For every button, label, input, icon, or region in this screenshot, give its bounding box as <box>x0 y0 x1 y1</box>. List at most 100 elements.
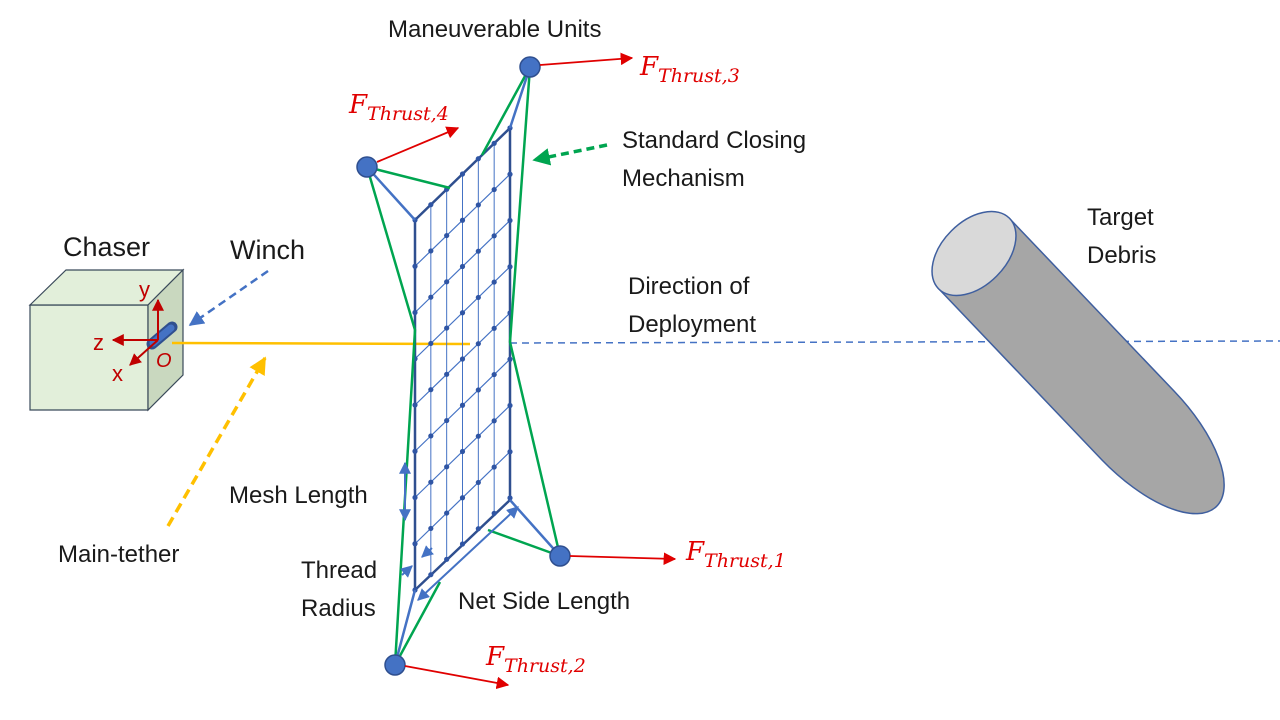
mesh-node <box>475 433 481 439</box>
chaser-cube <box>28 268 185 412</box>
mesh-node <box>444 371 450 377</box>
direction-label-line1: Direction of <box>628 273 750 300</box>
thrust-label-2: FThrust,2 <box>485 642 586 677</box>
mesh-node <box>459 541 466 547</box>
mesh-node <box>475 202 481 208</box>
maneuverable-unit-4 <box>356 156 378 178</box>
mesh-node <box>459 217 466 223</box>
net-side-length-label: Net Side Length <box>458 588 630 615</box>
winch-label: Winch <box>230 235 305 265</box>
mesh-node <box>459 448 466 455</box>
mesh-node <box>459 171 466 177</box>
mesh-node <box>428 248 434 254</box>
target-debris <box>931 210 1225 515</box>
target-label-line1: Target <box>1087 204 1154 231</box>
origin-label: O <box>156 350 172 372</box>
mesh-node <box>412 263 418 269</box>
mesh-length-label: Mesh Length <box>229 482 368 509</box>
mesh-node <box>491 140 497 146</box>
mesh-node <box>475 156 481 162</box>
mesh-node <box>507 449 513 455</box>
direction-label-line2: Deployment <box>628 311 756 338</box>
mesh-node <box>428 572 434 578</box>
mesh-node <box>491 464 497 470</box>
mesh-node <box>507 171 513 177</box>
mesh-node <box>507 356 513 362</box>
maneuverable-unit-1 <box>549 545 571 567</box>
mesh-node <box>428 387 434 393</box>
mesh-node <box>444 279 450 285</box>
thrust-label-1: FThrust,1 <box>685 537 786 572</box>
mesh-node <box>428 433 434 439</box>
thrust-label-4: FThrust,4 <box>348 90 449 125</box>
mesh-node <box>459 310 466 316</box>
mesh-node <box>428 525 434 532</box>
winch-pointer-arrow <box>188 269 269 327</box>
unit-tie-lines <box>366 66 561 666</box>
net-mesh-nodes <box>412 125 513 593</box>
thrust-arrow-3 <box>539 52 634 66</box>
thrust-arrow-1 <box>569 552 677 565</box>
mesh-node <box>507 402 513 409</box>
mesh-node <box>491 325 497 331</box>
thread-radius-label-line2: Radius <box>301 595 376 622</box>
maneuverable-unit-3 <box>519 56 541 78</box>
axis-z-label: z <box>93 330 104 355</box>
mesh-node <box>507 495 513 501</box>
mesh-node <box>507 217 513 224</box>
mesh-node <box>507 264 513 270</box>
closing-mechanism-lines <box>365 66 562 666</box>
mesh-node <box>475 479 481 486</box>
mesh-node <box>444 510 450 516</box>
mesh-node <box>459 402 466 408</box>
mesh-node <box>491 510 497 516</box>
mesh-node <box>475 387 481 393</box>
maneuverable-units-label: Maneuverable Units <box>388 16 601 43</box>
mesh-node <box>428 340 434 347</box>
main-tether-label: Main-tether <box>58 541 179 568</box>
mesh-node <box>412 494 418 501</box>
mesh-node <box>475 526 481 532</box>
main-tether-pointer-arrow <box>166 356 267 527</box>
mesh-node <box>412 448 418 454</box>
mesh-node <box>491 418 497 424</box>
mesh-node <box>444 417 450 424</box>
chaser-label: Chaser <box>63 232 150 262</box>
standard-closing-label-line2: Mechanism <box>622 165 745 192</box>
thread-radius-arrow-b <box>399 565 413 578</box>
mesh-node <box>428 202 434 208</box>
mesh-node <box>444 325 450 331</box>
mesh-node <box>475 294 481 301</box>
axis-x-label: x <box>112 361 123 386</box>
mesh-node <box>459 356 466 362</box>
maneuverable-unit-2 <box>384 654 406 676</box>
mesh-node <box>491 186 497 193</box>
thrust-arrow-4 <box>376 126 460 163</box>
mesh-node <box>412 309 418 316</box>
mesh-node <box>444 464 450 470</box>
mesh-node <box>428 294 434 300</box>
mesh-node <box>444 232 450 239</box>
thrust-arrow-2 <box>404 665 510 690</box>
mesh-node <box>459 495 466 501</box>
thrust-label-3: FThrust,3 <box>639 52 740 87</box>
chaser-axes <box>111 298 164 366</box>
mesh-node <box>412 402 418 408</box>
mesh-node <box>491 233 497 239</box>
mesh-node <box>459 263 466 270</box>
mesh-node <box>491 371 497 378</box>
mesh-node <box>475 341 481 347</box>
mesh-node <box>444 556 450 562</box>
mesh-node <box>428 479 434 485</box>
target-label-line2: Debris <box>1087 242 1156 269</box>
closing-mechanism-pointer-arrow <box>532 143 608 166</box>
main-tether-line <box>171 341 471 346</box>
mesh-node <box>475 248 481 254</box>
mesh-node <box>412 541 418 547</box>
net-side-length-dimension-arrow <box>417 506 519 601</box>
axis-y-label: y <box>139 277 150 302</box>
standard-closing-label-line1: Standard Closing <box>622 127 806 154</box>
net <box>412 125 513 593</box>
deployment-axis-line <box>509 340 1280 344</box>
